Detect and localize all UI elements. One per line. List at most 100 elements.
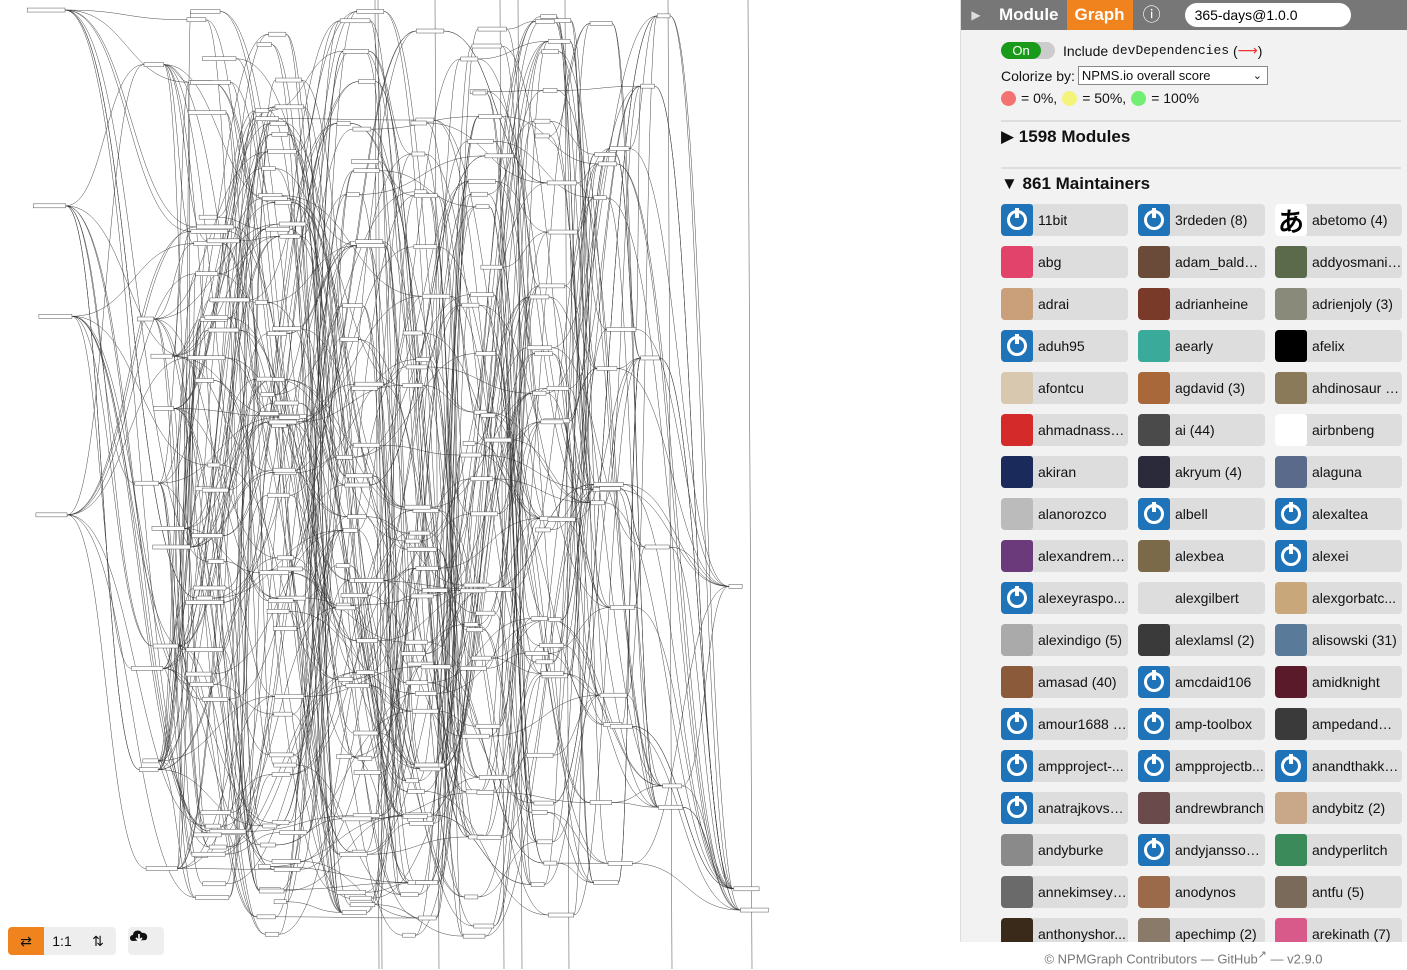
maintainer-item[interactable]: adrienjoly (3) [1275,288,1402,320]
graph-node[interactable] [205,824,220,828]
graph-node[interactable] [471,512,498,516]
graph-node[interactable] [412,709,438,713]
maintainer-item[interactable]: amcdaid106 [1138,666,1265,698]
graph-node[interactable] [208,463,220,467]
graph-node[interactable] [280,831,307,835]
graph-node[interactable] [468,139,494,143]
graph-node[interactable] [351,160,378,164]
graph-node[interactable] [258,864,270,868]
graph-node[interactable] [548,230,577,234]
graph-node[interactable] [663,784,682,788]
maintainer-item[interactable]: ahmadnassri... [1001,414,1128,446]
maintainer-item[interactable]: akryum (4) [1138,456,1265,488]
maintainer-item[interactable]: ampprojectb... [1138,750,1265,782]
graph-node[interactable] [547,181,576,185]
maintainer-item[interactable]: airbnbeng [1275,414,1402,446]
maintainer-item[interactable]: abg [1001,246,1128,278]
graph-node[interactable] [261,393,275,397]
graph-node[interactable] [539,284,565,288]
graph-node[interactable] [137,317,153,321]
graph-node[interactable] [354,770,381,774]
graph-node[interactable] [591,501,605,505]
graph-node[interactable] [463,934,485,938]
graph-node[interactable] [196,272,218,276]
maintainer-item[interactable]: alexgilbert [1138,582,1265,614]
graph-node[interactable] [276,78,302,82]
graph-node[interactable] [341,593,368,597]
graph-node[interactable] [476,611,495,615]
graph-node[interactable] [347,192,360,196]
maintainer-item[interactable]: amour1688 (... [1001,708,1128,740]
graph-node[interactable] [536,528,551,532]
graph-node[interactable] [416,358,430,362]
graph-node[interactable] [471,293,494,297]
graph-node[interactable] [257,915,275,919]
graph-node[interactable] [610,605,634,609]
graph-node[interactable] [641,84,655,88]
graph-node[interactable] [191,229,228,233]
graph-node[interactable] [277,556,293,560]
graph-node[interactable] [539,643,563,647]
graph-node[interactable] [350,896,372,900]
maintainer-item[interactable]: andyperlitch [1275,834,1402,866]
maintainer-item[interactable]: 11bit [1001,204,1128,236]
graph-node[interactable] [269,753,293,757]
graph-node[interactable] [608,861,632,865]
maintainer-item[interactable]: anthonyshor... [1001,918,1128,942]
tab-graph[interactable]: Graph [1067,0,1133,30]
maintainer-item[interactable]: adrai [1001,288,1128,320]
graph-node[interactable] [340,337,358,341]
graph-node[interactable] [542,50,559,54]
graph-node[interactable] [269,420,297,424]
graph-node[interactable] [203,882,226,886]
graph-node[interactable] [195,895,228,899]
graph-node[interactable] [536,660,553,664]
graph-node[interactable] [478,27,506,31]
modules-section-toggle[interactable]: ▶ 1598 Modules [1001,127,1130,147]
maintainer-item[interactable]: andybitz (2) [1275,792,1402,824]
graph-node[interactable] [461,57,478,61]
dependency-graph[interactable]: ⇄ 1:1 ⇅ [0,0,960,969]
graph-node[interactable] [355,240,382,244]
graph-node[interactable] [462,303,479,307]
zoom-reset-button[interactable]: 1:1 [44,927,80,955]
graph-node[interactable] [143,759,158,763]
download-button[interactable] [128,927,164,955]
graph-node[interactable] [151,354,172,358]
graph-node[interactable] [336,455,352,459]
graph-node[interactable] [186,648,223,652]
graph-node[interactable] [357,639,378,643]
graph-node[interactable] [465,895,478,899]
maintainer-item[interactable]: andyburke [1001,834,1128,866]
graph-node[interactable] [657,14,670,18]
graph-node[interactable] [207,239,239,243]
graph-node[interactable] [202,697,228,701]
maintainer-item[interactable]: alaguna [1275,456,1402,488]
graph-node[interactable] [597,367,617,371]
graph-node[interactable] [548,913,573,917]
graph-node[interactable] [421,665,451,669]
graph-node[interactable] [405,505,431,509]
graph-node[interactable] [403,331,422,335]
graph-node[interactable] [347,515,366,519]
graph-node[interactable] [476,352,496,356]
graph-node[interactable] [135,481,159,485]
graph-node[interactable] [471,192,487,196]
graph-node[interactable] [411,594,433,598]
graph-node[interactable] [610,724,632,728]
graph-node[interactable] [645,545,669,549]
graph-node[interactable] [525,651,548,655]
module-search-input[interactable] [1185,3,1351,27]
graph-node[interactable] [481,413,495,417]
maintainer-item[interactable]: agdavid (3) [1138,372,1265,404]
graph-node[interactable] [275,105,303,109]
graph-node[interactable] [410,531,430,535]
graph-node[interactable] [255,117,278,121]
graph-node[interactable] [153,644,178,648]
graph-node[interactable] [343,528,358,532]
graph-node[interactable] [131,666,163,670]
graph-node[interactable] [199,215,217,219]
maintainer-item[interactable]: alexlamsl (2) [1138,624,1265,656]
graph-node[interactable] [342,304,362,308]
